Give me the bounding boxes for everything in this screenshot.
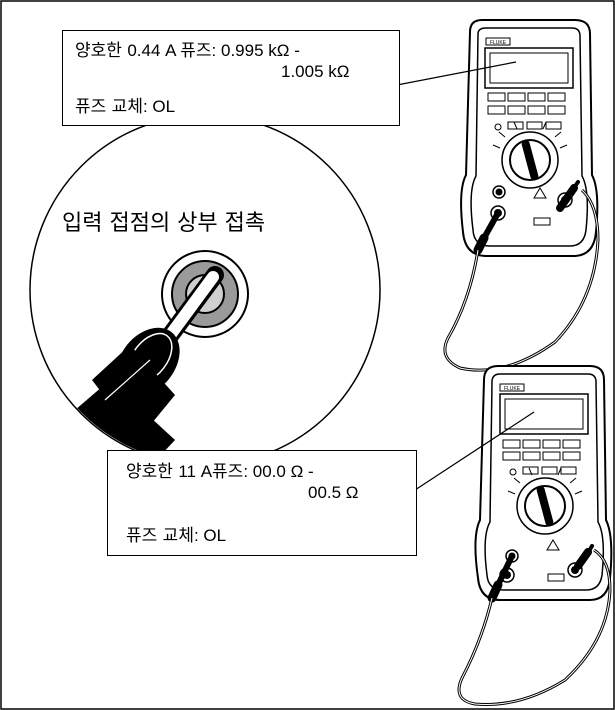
callout-top-replace-label: 퓨즈 교체 bbox=[75, 97, 143, 117]
callout-bottom: 양호한 11 A퓨즈: 00.0 Ω - 00.5 Ω 퓨즈 교체: OL bbox=[107, 450, 417, 556]
callout-top-line3: 퓨즈 교체: OL bbox=[75, 97, 175, 117]
meter-top-brand: FLUKE bbox=[490, 40, 507, 46]
callout-top-range-1: : 0.995 kΩ - bbox=[211, 41, 300, 60]
meter-top-buttons bbox=[487, 92, 566, 131]
callout-top-line1: 양호한 0.44 A 퓨즈: 0.995 kΩ - bbox=[75, 41, 300, 61]
callout-bottom-fuse: 11 A퓨즈 bbox=[178, 462, 244, 481]
callout-bottom-prefix: 양호한 bbox=[126, 462, 173, 482]
callout-top-replace-value: : OL bbox=[142, 97, 176, 116]
callout-bottom-range-2: 00.5 Ω bbox=[308, 483, 359, 502]
callout-top-range-2: 1.005 kΩ bbox=[281, 62, 350, 81]
meter-top-brand-plate bbox=[485, 37, 511, 46]
callout-bottom-line3: 퓨즈 교체: OL bbox=[126, 526, 226, 546]
callout-top-fuse: 0.44 A 퓨즈 bbox=[127, 41, 212, 60]
meter-bottom-probe-red bbox=[574, 544, 594, 570]
meter-bottom-buttons bbox=[502, 439, 581, 476]
meter-bottom-brand: FLUKE bbox=[504, 386, 521, 392]
meter-bottom-probe-black bbox=[487, 554, 515, 603]
callout-bottom-replace-label: 퓨즈 교체 bbox=[126, 526, 194, 546]
meter-bottom-brand-plate bbox=[499, 383, 525, 392]
callout-top-prefix: 양호한 bbox=[75, 41, 122, 61]
leader-line-top bbox=[396, 61, 517, 86]
leader-line-bottom bbox=[414, 411, 535, 491]
magnifier-label: 입력 접점의 상부 접촉 bbox=[62, 211, 266, 236]
magnifier-circle bbox=[29, 114, 381, 466]
callout-top: 양호한 0.44 A 퓨즈: 0.995 kΩ - 1.005 kΩ 퓨즈 교체… bbox=[62, 30, 400, 126]
multimeter-top: FLUKE bbox=[443, 19, 600, 372]
meter-top-probe-red bbox=[556, 180, 580, 212]
multimeter-bottom: FLUKE bbox=[457, 365, 613, 706]
meter-top-probe-black bbox=[473, 211, 501, 255]
meter-top-display bbox=[489, 52, 569, 84]
meter-top-dial bbox=[492, 121, 568, 189]
callout-bottom-replace-value: : OL bbox=[193, 526, 227, 545]
meter-bottom-dial bbox=[507, 467, 583, 535]
callout-bottom-line1: 양호한 11 A퓨즈: 00.0 Ω - bbox=[126, 462, 314, 482]
meter-bottom-display bbox=[504, 398, 584, 430]
callout-bottom-range-1: : 00.0 Ω - bbox=[243, 462, 314, 481]
